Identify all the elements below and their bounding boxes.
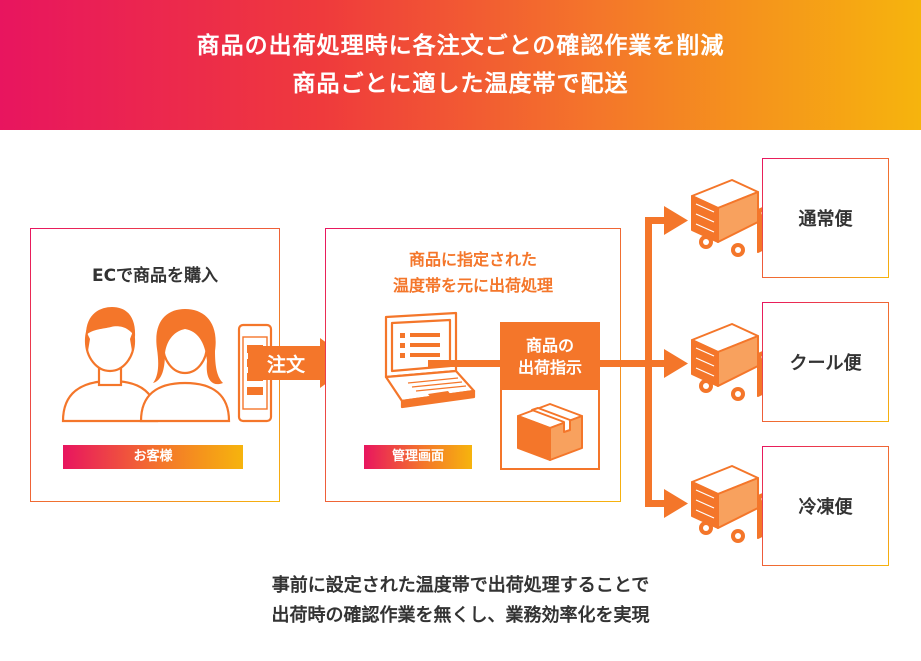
destination-cool: クール便 [762, 302, 889, 422]
shipping-instruction-label: 商品の 出荷指示 [502, 324, 598, 390]
box-icon [517, 403, 583, 461]
destination-normal: 通常便 [762, 158, 889, 278]
destination-frozen: 冷凍便 [762, 446, 889, 566]
admin-title-line-1: 商品に指定された [408, 250, 537, 269]
header-banner: 商品の出荷処理時に各注文ごとの確認作業を削減 商品ごとに適した温度帯で配送 [0, 0, 921, 130]
instruction-line-1: 商品の [525, 336, 574, 355]
admin-tag: 管理画面 [364, 445, 472, 469]
header-line-1: 商品の出荷処理時に各注文ごとの確認作業を削減 [196, 33, 725, 59]
admin-title-line-2: 温度帯を元に出荷処理 [392, 276, 553, 295]
footer-line-2: 出荷時の確認作業を無くし、業務効率化を実現 [271, 605, 650, 626]
order-label: 注文 [266, 354, 305, 376]
customer-tag: お客様 [63, 445, 243, 469]
footer-text: 事前に設定された温度帯で出荷処理することで 出荷時の確認作業を無くし、業務効率化… [0, 571, 921, 631]
instruction-line-2: 出荷指示 [517, 358, 582, 377]
header-line-2: 商品ごとに適した温度帯で配送 [292, 71, 629, 97]
admin-title: 商品に指定された 温度帯を元に出荷処理 [326, 247, 620, 299]
customer-title: ECで商品を購入 [91, 266, 219, 286]
shipping-instruction-box: 商品の 出荷指示 [500, 322, 600, 470]
footer-line-1: 事前に設定された温度帯で出荷処理することで [271, 575, 650, 596]
customer-box: ECで商品を購入 お客様 [30, 228, 280, 502]
